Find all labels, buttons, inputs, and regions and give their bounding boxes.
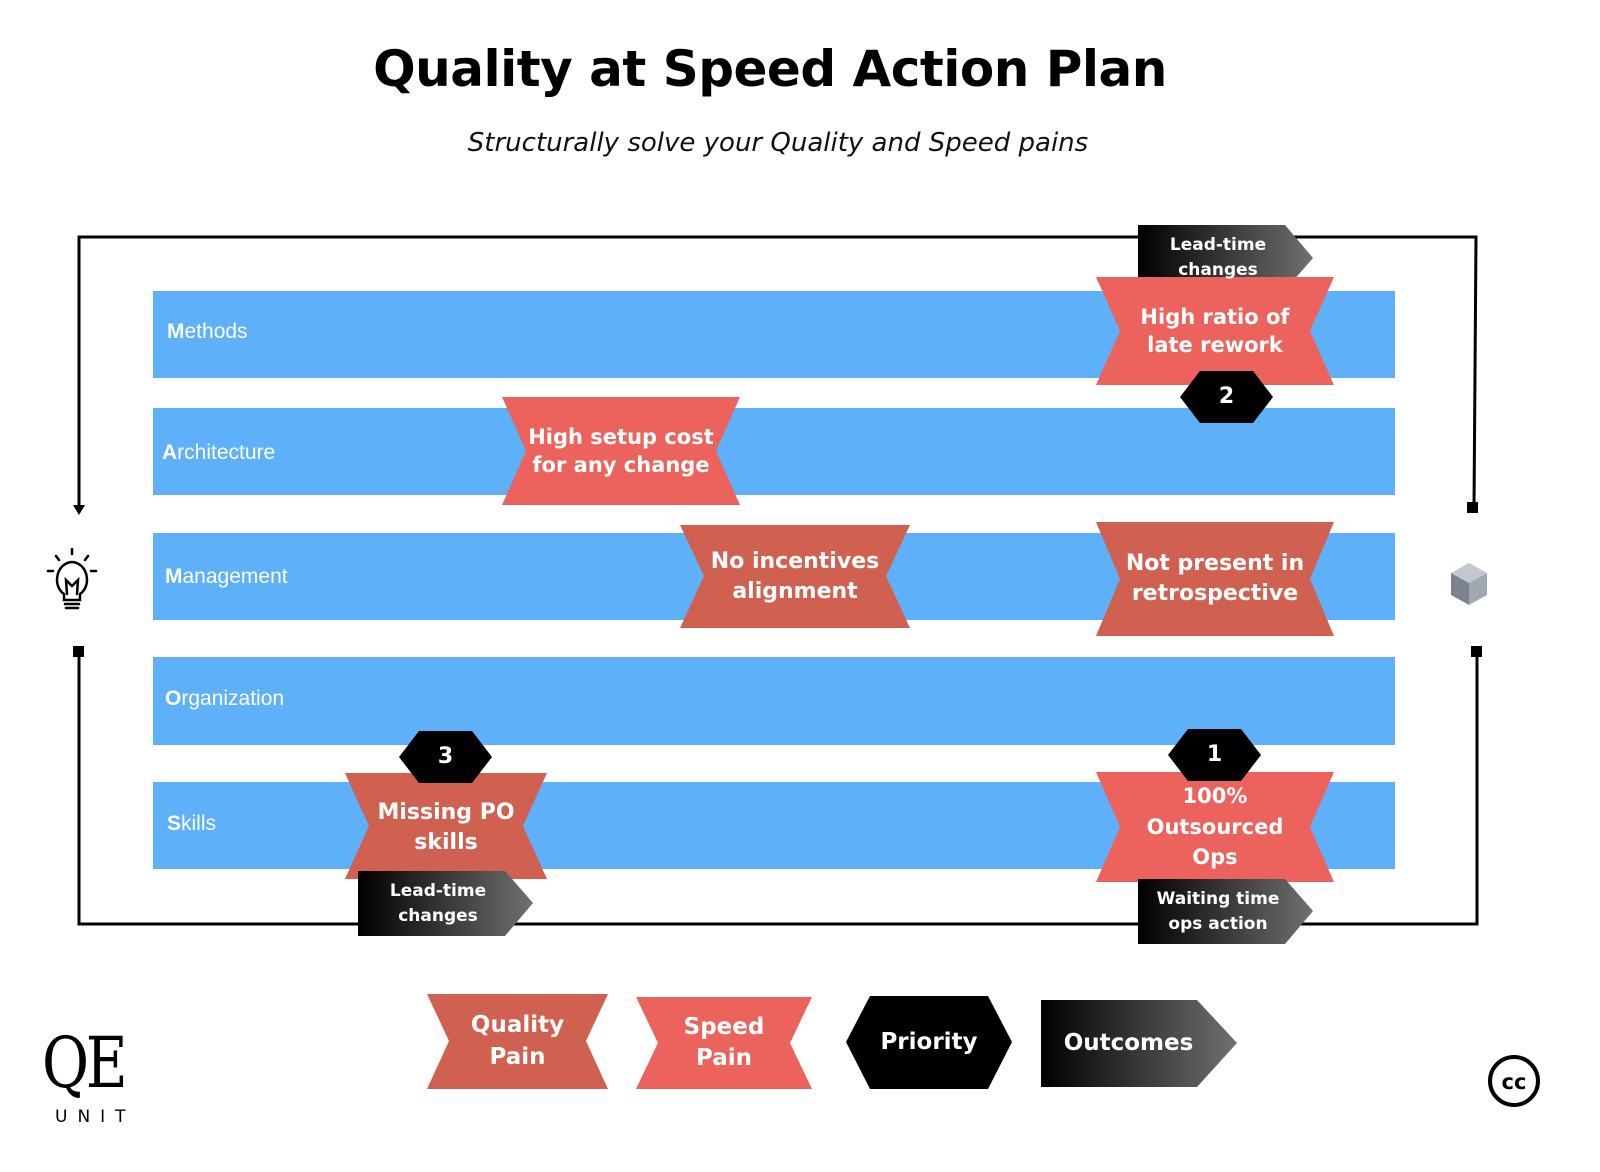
page-subtitle: Structurally solve your Quality and Spee… [467,128,1089,158]
pain-label-no-incentives: No incentives alignment [710,548,880,604]
pain-label-high-setup-cost: High setup cost for any change [528,424,714,477]
lane-architecture [153,408,1395,495]
feedback-loop [77,235,1479,926]
speed-pain-shape [502,397,740,505]
legend-priority-shape [846,996,1012,1089]
lane-label-architecture: Architecture [162,441,276,464]
pain-label-missing-po-skills: Missing PO skills [377,800,515,855]
creative-commons-icon: cc [1488,1055,1540,1107]
lane-label-management: Management [165,565,288,588]
priority-label-1: 1 [1206,742,1223,768]
legend-speed-pain-shape [636,997,812,1089]
speed-pain-shape [1096,277,1334,385]
qe-unit-logo-sub: UNIT [55,1107,136,1127]
priority-label-2: 2 [1218,384,1235,410]
legend-outcomes-shape [1041,1000,1237,1087]
legend-quality-pain-shape [427,994,608,1089]
legend-priority: Priority [880,1028,978,1055]
page-title: Quality at Speed Action Plan [373,40,1167,98]
lane-label-methods: Methods [167,320,248,343]
line-end-square [1471,646,1482,657]
priority-hexagon [399,731,492,783]
cube-icon [1451,563,1487,605]
outcome-label: Waiting time ops action [1156,888,1280,934]
pain-label-high-ratio-rework: High ratio of late rework [1140,304,1290,357]
lane-label-skills: Skills [167,812,217,835]
legend-speed-pain: Speed Pain [683,1013,765,1071]
outcome-shape [1138,879,1313,944]
qe-unit-logo: QE [42,1022,128,1104]
svg-text:cc: cc [1502,1070,1527,1094]
quality-pain-shape [345,773,547,879]
speed-pain-shape [1096,772,1334,882]
line-end-square [73,646,84,657]
priority-label-3: 3 [437,744,454,770]
priority-hexagon [1168,729,1261,781]
lightbulb-icon [46,547,98,610]
quality-pain-shape [680,525,910,628]
priority-hexagon [1180,371,1273,423]
legend-quality-pain: Quality Pain [470,1012,565,1070]
outcome-label: Lead-time changes [389,880,487,926]
legend-outcomes: Outcomes [1063,1029,1194,1056]
quality-pain-shape [1096,522,1334,636]
outcome-label: Lead-time changes [1169,234,1267,280]
pain-label-not-present-retro: Not present in retrospective [1125,551,1305,606]
outcome-shape [358,871,533,936]
arrow-head-icon [73,505,85,515]
line-end-square [1467,502,1478,513]
outcome-shape [1138,225,1313,290]
lane-label-organization: Organization [165,687,285,710]
pain-label-outsourced-ops: 100% Outsourced Ops [1146,784,1284,870]
